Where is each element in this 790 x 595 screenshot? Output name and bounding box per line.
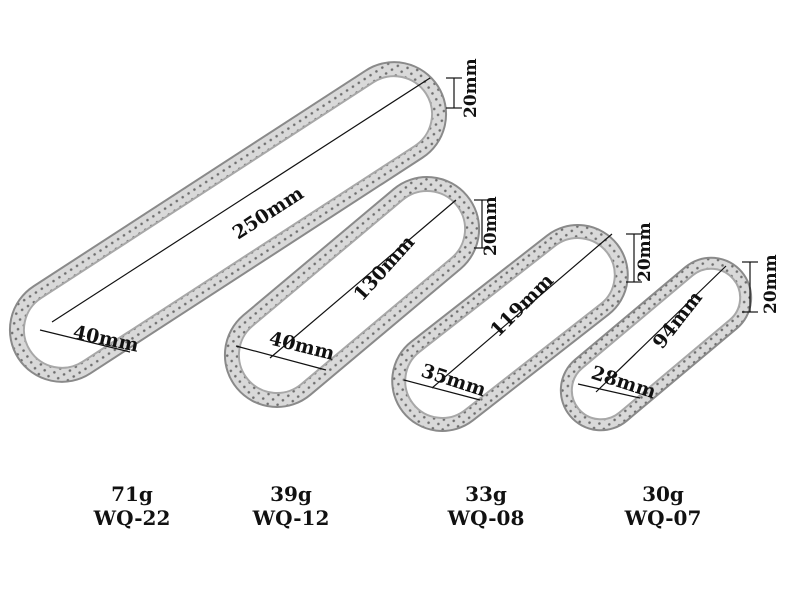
model-label: WQ-22: [93, 506, 171, 530]
length-dimension-line: [595, 265, 727, 393]
caption-wq-22: 71g WQ-22: [62, 482, 202, 530]
caption-wq-12: 39g WQ-12: [221, 482, 361, 530]
width-dimension-line: [235, 345, 327, 371]
ring-wq-22: 250mm 40mm 20mm: [8, 58, 481, 383]
weight-label: 30g: [642, 482, 684, 506]
height-label: 20mm: [635, 222, 655, 282]
width-dimension-line: [39, 329, 131, 353]
caption-wq-07: 30g WQ-07: [593, 482, 733, 530]
model-label: WQ-07: [624, 506, 702, 530]
width-dimension-line: [577, 383, 641, 399]
ring-wq-08: 119mm 35mm 20mm: [391, 222, 655, 432]
length-dimension-line: [269, 199, 457, 359]
length-dimension-line: [431, 233, 613, 389]
width-dimension-line: [403, 379, 481, 401]
model-label: WQ-08: [447, 506, 525, 530]
ring-wq-07: 94mm 28mm 20mm: [559, 254, 781, 432]
weight-label: 39g: [270, 482, 312, 506]
height-label: 20mm: [481, 196, 501, 256]
height-label: 20mm: [461, 58, 481, 118]
length-dimension-line: [51, 77, 431, 323]
caption-wq-08: 33g WQ-08: [416, 482, 556, 530]
height-label: 20mm: [761, 254, 781, 314]
ring-wq-12: 130mm 40mm 20mm: [223, 176, 501, 408]
model-label: WQ-12: [252, 506, 330, 530]
weight-label: 71g: [111, 482, 153, 506]
weight-label: 33g: [465, 482, 507, 506]
